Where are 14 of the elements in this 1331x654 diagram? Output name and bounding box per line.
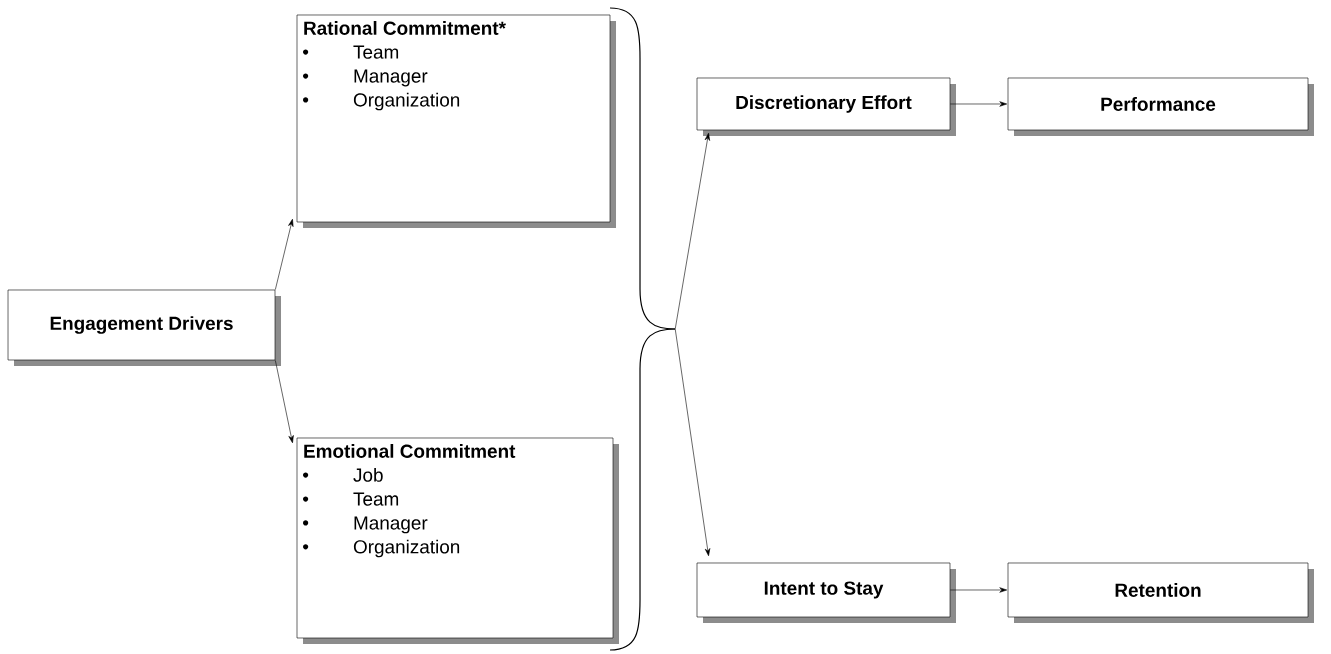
list-box: Rational Commitment* Team Manager Organization: [296, 14, 616, 228]
arrow: [674, 328, 711, 557]
process-box: Discretionary Effort: [696, 77, 956, 136]
process-box: Engagement Drivers: [7, 289, 281, 366]
arrow: [950, 101, 1008, 107]
process-box: Intent to Stay: [696, 562, 956, 623]
arrow: [275, 360, 294, 444]
process-box: Performance: [1007, 77, 1314, 136]
arrow: [950, 587, 1008, 593]
list-box: Emotional Commitment Job Team Manager Organization: [296, 437, 619, 644]
brace: [609, 7, 676, 651]
process-box: Retention: [1007, 562, 1314, 623]
arrow: [674, 132, 710, 330]
arrow: [275, 218, 294, 290]
